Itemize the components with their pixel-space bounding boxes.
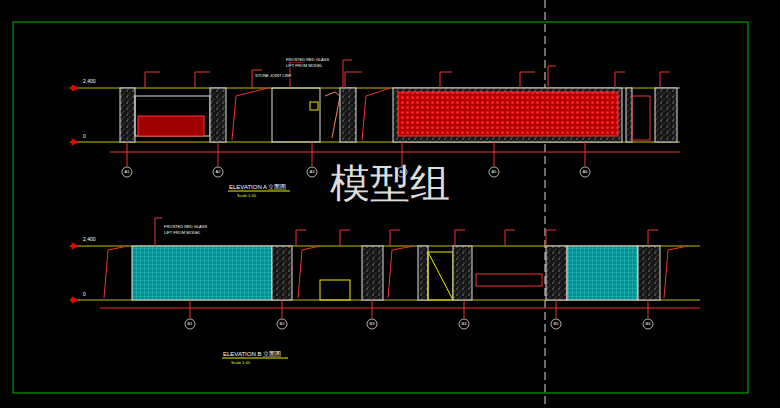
scale-note: Scale 1:40 [236,194,257,198]
annotation: FROSTED RED GLASS [163,225,208,229]
annotation: STONE JOINT LINE [254,74,292,78]
level-mark: 2,400 [82,237,97,242]
level-mark: 2,400 [82,79,97,84]
grid-bubble: A5 [491,170,498,174]
grid-bubble: A3 [309,170,316,174]
level-mark: 0 [82,134,87,139]
scale-note: Scale 1:40 [230,361,251,365]
grid-bubble: A6 [582,170,589,174]
grid-bubble: B3 [369,322,376,326]
grid-bubble: A4 [399,170,406,174]
grid-bubble: A2 [215,170,222,174]
grid-bubble: A1 [124,170,131,174]
grid-bubble: B4 [461,322,468,326]
watermark: 模型组 [329,163,451,203]
annotation: LIFT FROM MODEL [163,231,201,235]
grid-bubble: B1 [187,322,194,326]
grid-bubble: B6 [645,322,652,326]
annotation: FROSTED RED GLASS [285,58,330,62]
title: ELEVATION B 立面图 [222,351,282,357]
grid-bubble: B5 [553,322,560,326]
annotation: LIFT FROM MODEL [285,64,323,68]
title: ELEVATION A 立面图 [228,184,287,190]
grid-bubble: B2 [279,322,286,326]
level-mark: 0 [82,292,87,297]
